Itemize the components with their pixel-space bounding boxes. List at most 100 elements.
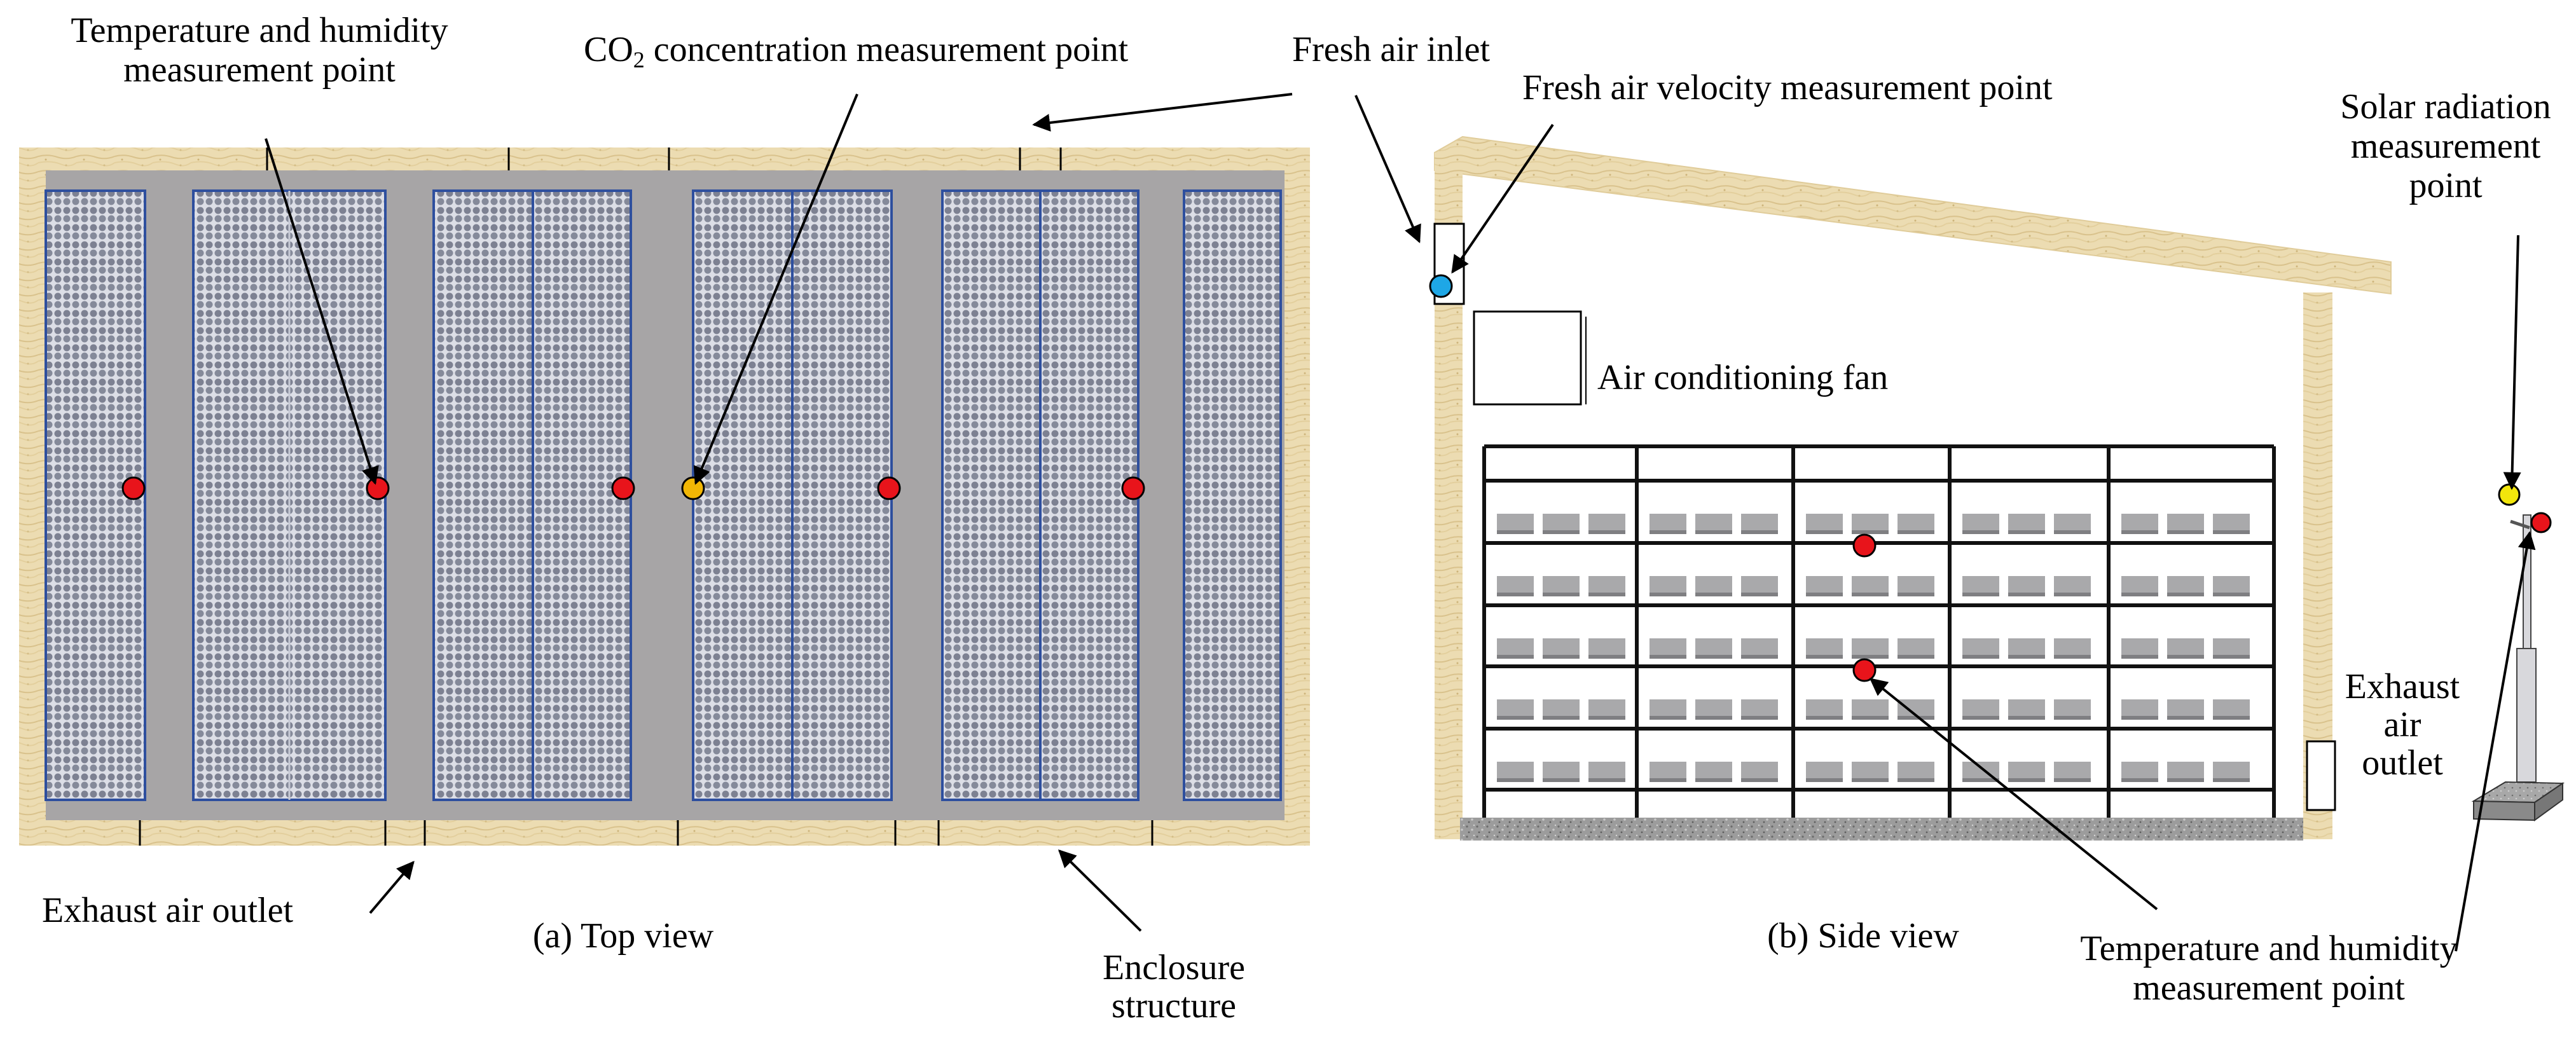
pot-group-5-3-2 [1852,762,1889,781]
pot-group-2-1-3 [1588,576,1625,595]
plant-rack-8 [1039,189,1140,801]
pot-tray-3-2-2 [1695,655,1732,659]
pot-group-1-4-3 [2054,514,2091,533]
arrow-solar [2503,235,2521,490]
pot-tray-5-4-2 [2008,778,2045,782]
pot-group-1-3-3 [1898,514,1934,533]
solar-label-line2: measurement [2351,127,2541,166]
pot-group-4-4-1 [1962,699,1999,718]
plant-rack-6 [791,189,893,801]
pot-tray-5-5-1 [2121,778,2158,782]
pot-tray-3-1-3 [1588,655,1625,659]
pot-group-2-4-3 [2054,576,2091,595]
plant-rack-5 [692,189,794,801]
pot-group-5-2-3 [1741,762,1778,781]
pot-tray-1-2-1 [1650,530,1686,534]
pot-tray-2-1-2 [1543,593,1580,596]
plant-rack-9 [1183,189,1282,801]
pot-tray-5-3-3 [1898,778,1934,782]
pot-group-2-4-1 [1962,576,1999,595]
pot-group-2-2-1 [1650,576,1686,595]
pot-tray-1-3-2 [1852,530,1889,534]
pot-group-3-1-3 [1588,638,1625,657]
pot-tray-1-2-3 [1741,530,1778,534]
ground-strip [1460,818,2303,841]
pot-tray-2-5-2 [2167,593,2204,596]
pot-tray-1-4-1 [1962,530,1999,534]
solar-radiation-point [2498,483,2521,506]
pot-tray-1-5-2 [2167,530,2204,534]
pot-tray-4-1-3 [1588,716,1625,720]
pot-tray-1-3-3 [1898,530,1934,534]
pot-group-1-3-1 [1806,514,1843,533]
pot-group-1-2-2 [1695,514,1732,533]
pot-tray-2-4-3 [2054,593,2091,596]
co2-label-prefix: CO [584,30,633,69]
pot-tray-4-1-2 [1543,716,1580,720]
pot-tray-3-3-1 [1806,655,1843,659]
plant-rack-7 [941,189,1042,801]
pot-tray-2-3-3 [1898,593,1934,596]
pot-group-5-3-3 [1898,762,1934,781]
pot-tray-5-2-1 [1650,778,1686,782]
pot-group-3-3-3 [1898,638,1934,657]
pot-group-5-3-1 [1806,762,1843,781]
pot-group-5-4-3 [2054,762,2091,781]
pot-group-4-5-1 [2121,699,2158,718]
co2-label-subscript: 2 [633,47,645,72]
pot-group-4-5-2 [2167,699,2204,718]
plant-rack-3 [432,189,534,801]
pot-group-4-3-2 [1852,699,1889,718]
pot-group-1-2-1 [1650,514,1686,533]
pot-tray-3-2-3 [1741,655,1778,659]
pot-group-5-1-3 [1588,762,1625,781]
pot-group-3-4-3 [2054,638,2091,657]
pot-group-1-1-3 [1588,514,1625,533]
stand-column [2516,648,2537,783]
pot-tray-2-1-3 [1588,593,1625,596]
temp-humidity-point-3 [611,476,635,500]
pot-group-1-5-2 [2167,514,2204,533]
arrow-enclosure-top [1032,93,1293,132]
pot-tray-4-2-3 [1741,716,1778,720]
pot-group-4-1-1 [1497,699,1534,718]
enclosure-label-line1: Enclosure [1103,948,1245,987]
labels: Temperature and humidity measurement poi… [42,11,2551,1026]
pot-tray-1-4-2 [2008,530,2045,534]
arrow-temp-humidity-stand [2455,531,2536,952]
pot-group-4-2-2 [1695,699,1732,718]
pot-tray-5-5-3 [2213,778,2250,782]
pot-group-3-5-3 [2213,638,2250,657]
pot-group-3-3-2 [1852,638,1889,657]
pot-group-2-5-3 [2213,576,2250,595]
exhaust-side-line3: outlet [2362,743,2443,783]
fresh-air-velocity-label: Fresh air velocity measurement point [1522,68,2053,107]
pot-group-5-5-3 [2213,762,2250,781]
arrow-exhaust-top [369,860,415,914]
exhaust-top-label: Exhaust air outlet [42,891,293,930]
temp-humidity-point-1 [121,476,146,500]
pot-group-1-5-1 [2121,514,2158,533]
pot-group-2-3-1 [1806,576,1843,595]
temp-humidity-point-4 [877,476,901,500]
pot-group-3-2-2 [1695,638,1732,657]
pot-tray-5-4-3 [2054,778,2091,782]
side-view [1429,135,2565,841]
temp-humidity-point-2 [366,476,390,500]
exhaust-side-line1: Exhaust [2345,667,2460,706]
pot-group-1-1-1 [1497,514,1534,533]
stand-arm [2510,519,2530,530]
top-temp-label-line1: Temperature and humidity [71,11,448,50]
pot-tray-3-3-3 [1898,655,1934,659]
side-temp-label-line1: Temperature and humidity [2080,929,2457,968]
pot-group-4-4-2 [2008,699,2045,718]
arrow-temp-humidity-top [265,138,379,485]
pot-tray-3-2-1 [1650,655,1686,659]
pot-tray-1-1-1 [1497,530,1534,534]
pot-group-4-4-3 [2054,699,2091,718]
pot-tray-5-5-2 [2167,778,2204,782]
pot-group-1-2-3 [1741,514,1778,533]
pot-tray-4-5-3 [2213,716,2250,720]
